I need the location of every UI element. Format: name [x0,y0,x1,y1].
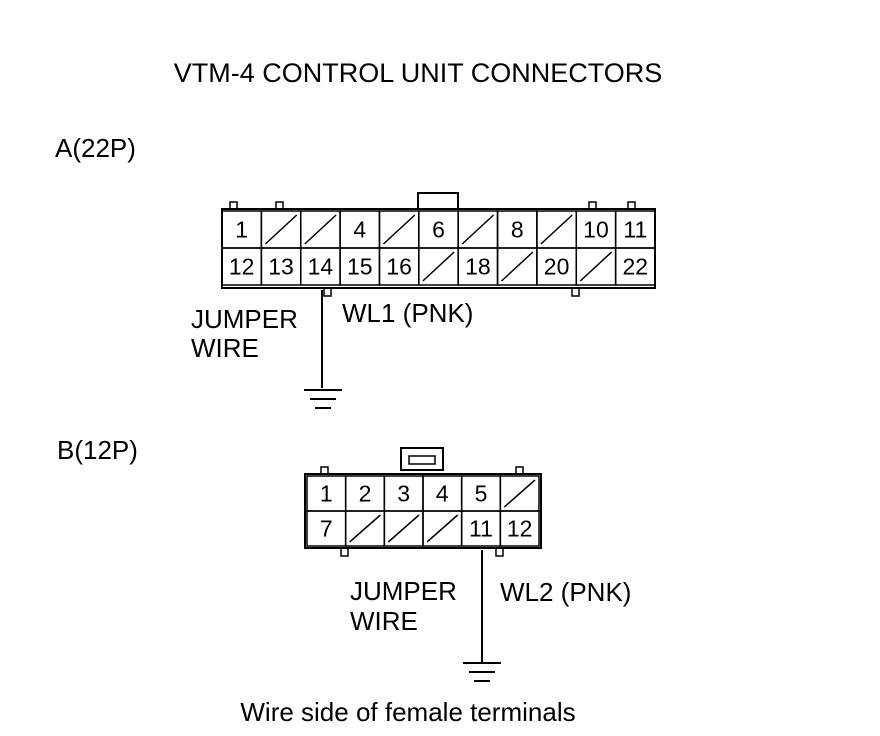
a-pin-label: 12 [229,254,255,280]
a-empty-cavity [496,247,538,286]
b-empty-cavity-slash [349,514,381,543]
a-pin-label: 16 [386,254,412,280]
ground-symbol-b [463,662,501,682]
b-empty-cavity-slash [387,514,420,543]
a-empty-cavity-slash [382,214,416,245]
b-pin-label: 4 [436,481,449,507]
a-empty-cavity-slash [264,214,298,245]
a-pin-label: 20 [544,254,570,280]
a-pin-11: 11 [614,210,656,249]
a-pin-6: 6 [418,210,459,249]
b-empty-cavity [422,510,463,547]
a-empty-cavity-slash [501,251,534,282]
a-empty-cavity [299,210,341,249]
connector-b-housing [304,473,542,549]
a-pin-label: 22 [623,254,649,280]
b-pin-11: 11 [460,510,502,547]
b-pin-label: 12 [507,516,533,542]
connector-b-top-notch [320,466,524,474]
jumper-wire-label-b-line2: WIRE [350,606,418,636]
b-pin-label: 3 [397,481,410,507]
a-empty-cavity [260,210,302,249]
b-empty-cavity [344,510,386,547]
a-empty-cavity [457,210,499,249]
connector-b-bottom-notch [340,548,504,557]
a-pin-12: 12 [221,247,263,286]
a-pin-15: 15 [339,247,381,286]
a-pin-8: 8 [496,210,538,249]
a-empty-cavity-slash [540,214,573,245]
a-pin-1: 1 [221,210,263,249]
a-pin-4: 4 [339,210,381,249]
jumper-wire-label-a-line1: JUMPER [191,304,298,334]
a-pin-label: 8 [511,217,524,243]
footer-note: Wire side of female terminals [240,697,575,727]
ground-symbol-a [304,389,342,409]
a-empty-cavity [418,247,459,286]
a-pin-label: 15 [347,254,373,280]
a-empty-cavity-slash [579,251,613,282]
diagram-title: VTM-4 CONTROL UNIT CONNECTORS [174,58,663,88]
b-pin-label: 11 [469,516,493,542]
b-pin-3: 3 [383,475,424,512]
a-pin-label: 1 [235,217,248,243]
a-pin-10: 10 [575,210,617,249]
a-empty-cavity-slash [461,214,495,245]
a-pin-label: 10 [583,217,609,243]
a-empty-cavity [536,210,578,249]
b-pin-label: 2 [359,481,372,507]
wl1-label: WL1 (PNK) [342,298,473,328]
jumper-wire-label-a-line2: WIRE [191,333,259,363]
a-pin-14: 14 [299,247,341,286]
b-pin-5: 5 [460,475,502,512]
connector-b-label: B(12P) [57,435,138,465]
b-pin-1: 1 [306,475,347,512]
connector-b-lock-tab [400,447,444,471]
a-pin-label: 4 [353,217,366,243]
a-pin-label: 13 [268,254,294,280]
a-pin-label: 18 [465,254,491,280]
wl2-label: WL2 (PNK) [500,577,631,607]
a-pin-20: 20 [536,247,578,286]
b-pin-label: 1 [320,481,333,507]
b-pin-4: 4 [422,475,463,512]
a-empty-cavity-slash [304,214,337,245]
b-pin-label: 5 [475,481,488,507]
b-pin-7: 7 [306,510,347,547]
a-empty-cavity [575,247,617,286]
b-pin-label: 7 [320,516,333,542]
connector-a-top-notch [229,201,636,209]
a-pin-13: 13 [260,247,302,286]
a-pin-label: 14 [308,254,334,280]
connector-a-lock-tab [417,192,459,210]
a-empty-cavity [378,210,420,249]
b-empty-cavity [499,475,540,512]
b-empty-cavity-slash [503,479,536,508]
a-pin-18: 18 [457,247,499,286]
a-pin-label: 11 [623,217,647,243]
b-empty-cavity [383,510,424,547]
a-pin-16: 16 [378,247,420,286]
connector-a-bottom-notch [323,288,580,297]
a-pin-label: 6 [432,217,445,243]
a-empty-cavity-slash [422,251,455,282]
jumper-wire-label-b-line1: JUMPER [350,576,457,606]
b-pin-12: 12 [499,510,540,547]
b-pin-2: 2 [344,475,386,512]
b-empty-cavity-slash [426,514,459,543]
a-pin-22: 22 [614,247,656,286]
connector-a-label: A(22P) [55,133,136,163]
